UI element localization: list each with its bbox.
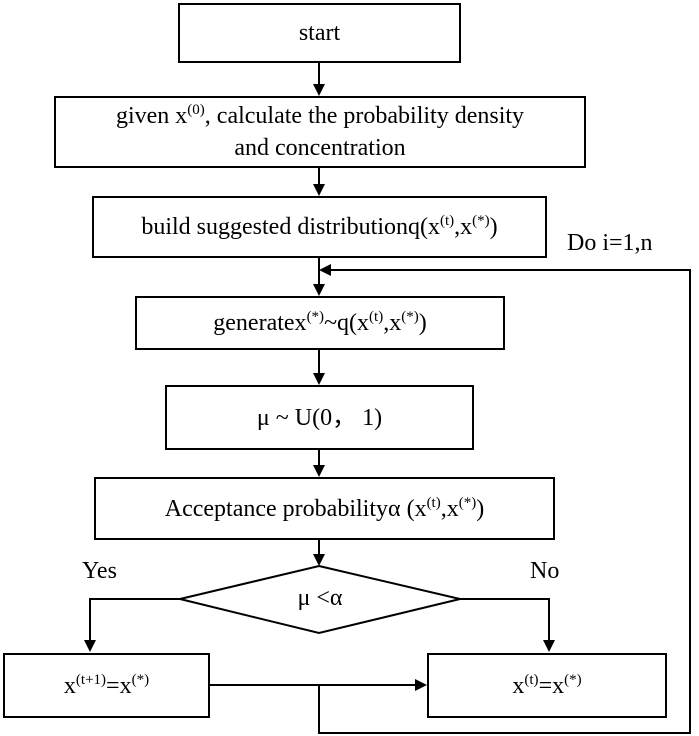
start-node: start	[178, 3, 461, 63]
given-node: given x(0), calculate the probability de…	[54, 96, 586, 168]
arrow-yes-branch	[84, 598, 180, 652]
generate-node: generatex(*)~q(x(t),x(*))	[135, 296, 505, 350]
reject-label: x(t)=x(*)	[512, 671, 582, 699]
acceptance-label: Acceptance probabilityα (x(t),x(*))	[164, 494, 485, 522]
build-label: build suggested distributionq(x(t),x(*))	[141, 213, 498, 241]
build-distribution-node: build suggested distributionq(x(t),x(*))	[92, 196, 547, 258]
accept-label: x(t+1)=x(*)	[63, 671, 150, 699]
loop-label: Do i=1,n	[567, 230, 653, 256]
given-line2: and concentration	[234, 135, 406, 161]
acceptance-node: Acceptance probabilityα (x(t),x(*))	[94, 477, 555, 540]
given-line1: given x(0), calculate the probability de…	[115, 102, 525, 130]
generate-label: generatex(*)~q(x(t),x(*))	[213, 309, 427, 337]
accept-node: x(t+1)=x(*)	[3, 653, 210, 718]
mu-label: μ ~ U(0， 1)	[256, 404, 383, 431]
mu-uniform-node: μ ~ U(0， 1)	[165, 385, 474, 450]
decision-label: μ <α	[297, 585, 343, 611]
arrow-no-branch	[460, 598, 555, 652]
arrow-loop-back	[318, 269, 691, 734]
reject-node: x(t)=x(*)	[427, 653, 667, 718]
decision-diamond	[179, 564, 461, 635]
start-label: start	[298, 20, 341, 46]
yes-label: Yes	[82, 558, 117, 584]
no-label: No	[530, 558, 560, 584]
